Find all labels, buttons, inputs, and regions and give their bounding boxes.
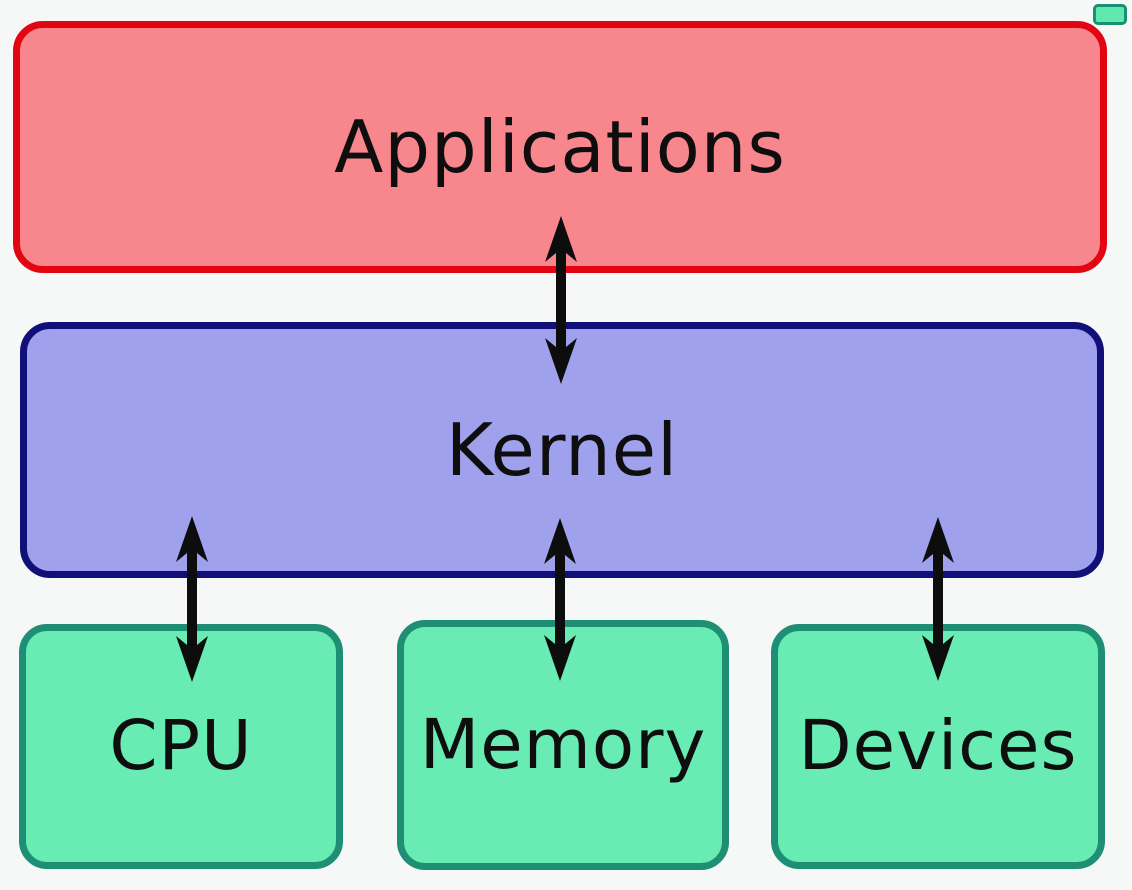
double-arrow-icon-kernel-memory [544,518,576,681]
double-arrow-icon-applications-kernel [545,216,577,384]
green-box-fragment [1093,4,1127,25]
kernel-label: Kernel [445,408,679,492]
double-arrow-icon-kernel-devices [922,517,954,681]
cpu-label: CPU [109,706,253,786]
double-arrow-icon-kernel-cpu [176,516,208,682]
memory-label: Memory [419,704,707,785]
devices-label: Devices [798,706,1078,786]
applications-label: Applications [334,105,786,189]
cpu-hardware-box: CPU [19,624,343,869]
